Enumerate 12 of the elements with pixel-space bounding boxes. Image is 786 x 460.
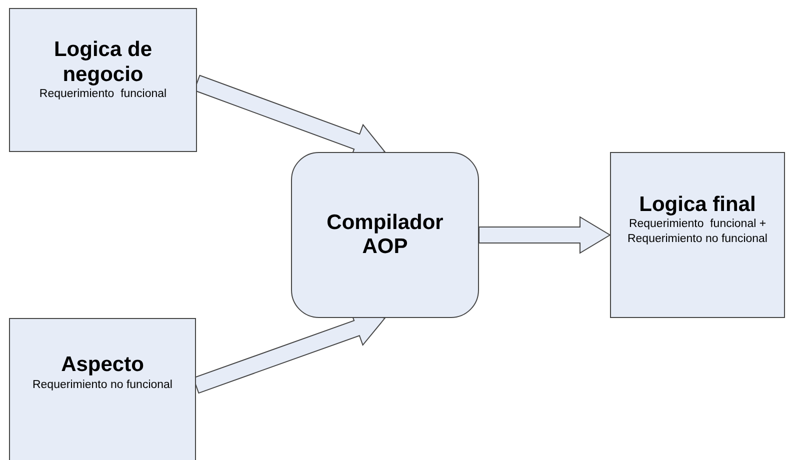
box-description: Requerimiento no funcional [32,378,172,393]
box-title: Aspecto [61,353,144,378]
block-arrow [478,216,611,254]
component-box [9,8,197,152]
box-description: Requerimiento funcional [39,86,167,102]
box-title: Logica de negocio [52,38,154,87]
box-description: Requerimiento funcional + Requerimiento no funcional [626,217,768,247]
process-box [291,152,479,318]
component-box [610,152,785,318]
box-title: Compilador AOP [326,210,444,260]
component-box [9,318,196,460]
box-title: Logica final [639,192,756,218]
